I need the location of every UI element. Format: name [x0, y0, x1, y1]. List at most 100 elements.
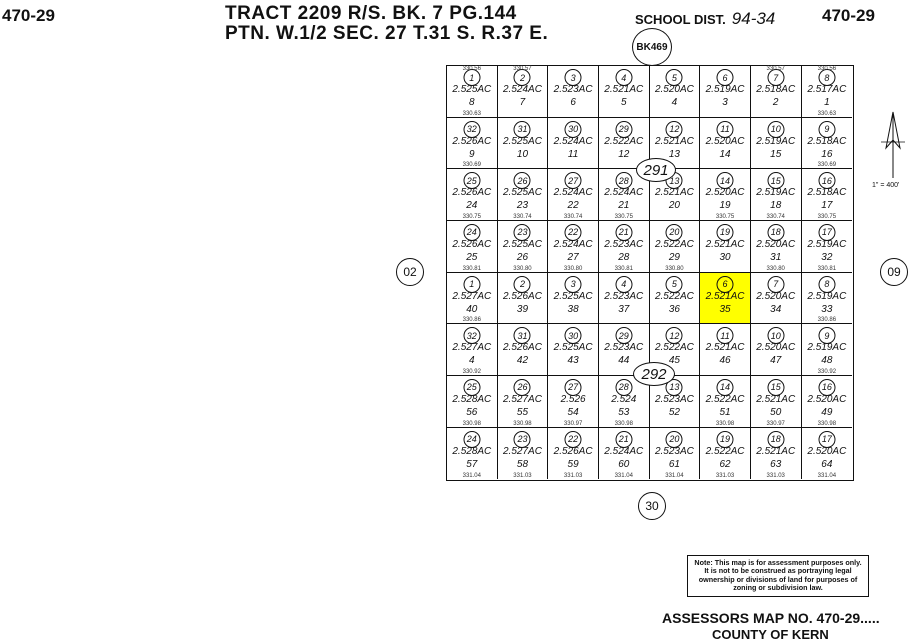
grid-coordinate-bottom: 331.04 [817, 473, 837, 480]
parcel-number: 31 [770, 251, 782, 263]
lot-number: 14 [716, 172, 734, 190]
parcel-number: 50 [770, 406, 782, 418]
parcel-number: 46 [719, 355, 731, 367]
parcel-number: 27 [567, 251, 579, 263]
lot-number: 4 [615, 275, 633, 293]
lot-number: 28 [615, 378, 633, 396]
grid-coordinate-top: 330.57 [513, 66, 532, 72]
parcel-number: 17 [821, 200, 833, 212]
parcel-number: 62 [719, 458, 731, 470]
lot-number: 2 [513, 69, 531, 86]
lot-number: 12 [665, 120, 683, 138]
parcel-area: 2.523AC [604, 342, 644, 354]
parcel-area: 2.527AC [452, 342, 492, 354]
parcel-area: 2.525AC [503, 135, 542, 147]
parcel-area: 2.523AC [604, 238, 644, 250]
lot-number: 1 [463, 69, 481, 86]
lot-number: 13 [665, 378, 683, 396]
grid-coordinate-bottom: 331.04 [614, 473, 633, 480]
parcel-area: 2.526AC [553, 445, 593, 457]
lot-number: 14 [716, 378, 734, 396]
grid-coordinate-bottom: 330.69 [462, 162, 481, 169]
grid-coordinate-bottom: 330.98 [513, 420, 532, 427]
parcel-number: 21 [618, 200, 630, 212]
parcel-area: 2.527AC [503, 393, 542, 405]
map-number-left: 470-29 [2, 6, 55, 25]
grid-coordinate-bottom: 331.03 [563, 473, 583, 480]
lot-number: 6 [716, 69, 734, 86]
lot-number: 2 [513, 275, 531, 293]
parcel-number: 35 [719, 303, 731, 315]
lot-number: 21 [615, 223, 633, 241]
parcel-number: 28 [618, 251, 630, 263]
grid-coordinate-bottom: 330.75 [614, 213, 633, 220]
county-name: COUNTY OF KERN [712, 627, 829, 642]
parcel-area: 2.524 [611, 393, 637, 405]
lot-number: 3 [564, 69, 582, 86]
parcel-area: 2.522AC [654, 342, 694, 354]
